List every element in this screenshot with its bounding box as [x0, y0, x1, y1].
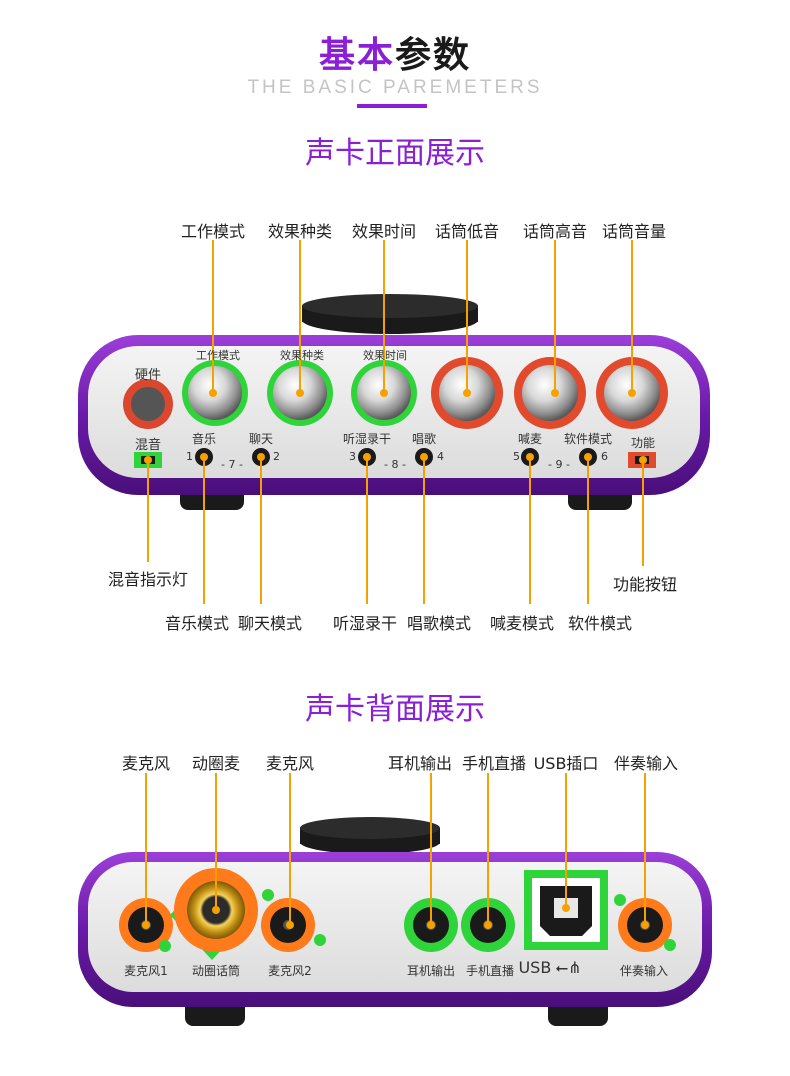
- callout-software-mode: 软件模式: [567, 614, 633, 633]
- callout-mic-right: 麦克风: [265, 754, 315, 773]
- label-btn-shout: 喊麦: [517, 432, 543, 446]
- btn-number-1: 1: [186, 450, 193, 463]
- group-number-9: - 9 -: [548, 458, 570, 471]
- page-title: 基本参数: [0, 26, 790, 78]
- callout-accompaniment-in: 伴奏输入: [613, 754, 679, 773]
- front-bottom-leader-lines: [147, 457, 644, 604]
- callout-effect-type: 效果种类: [267, 222, 333, 241]
- label-function: 功能: [630, 436, 656, 450]
- knob-mic-treble: [514, 357, 586, 429]
- callout-wet-dry: 听湿录干: [332, 614, 398, 633]
- label-knob-effect-time: 效果时间: [363, 349, 407, 362]
- callout-mic-volume: 话筒音量: [601, 222, 667, 241]
- title-part1: 基本: [318, 35, 395, 76]
- label-jack-mic2: 麦克风2: [268, 964, 312, 978]
- back-leader-dots: [142, 904, 649, 929]
- label-jack-mic1: 麦克风1: [124, 964, 168, 978]
- back-leader-lines: [145, 773, 646, 925]
- callout-mix-indicator: 混音指示灯: [107, 570, 189, 589]
- btn-number-2: 2: [273, 450, 280, 463]
- callout-phone-live: 手机直播: [461, 754, 527, 773]
- label-knob-effect-type: 效果种类: [280, 349, 324, 362]
- label-jack-dynamic: 动圈话筒: [191, 964, 241, 978]
- group-number-8: - 8 -: [384, 458, 406, 471]
- front-top-leader-lines: [212, 240, 633, 393]
- btn-number-5: 5: [513, 450, 520, 463]
- page-subtitle: THE BASIC PAREMETERS: [247, 77, 543, 98]
- callout-work-mode: 工作模式: [180, 222, 246, 241]
- label-hardware: 硬件: [134, 368, 162, 383]
- label-btn-chat: 聊天: [248, 432, 274, 446]
- label-jack-phone-live: 手机直播: [465, 964, 515, 978]
- callout-chat-mode: 聊天模式: [237, 614, 303, 633]
- callout-music-mode: 音乐模式: [164, 614, 230, 633]
- label-knob-work-mode: 工作模式: [196, 349, 240, 362]
- label-mix: 混音: [134, 438, 162, 453]
- callout-mic-bass: 话筒低音: [434, 222, 500, 241]
- label-btn-wet-dry: 听湿录干: [342, 432, 392, 446]
- label-btn-music: 音乐: [191, 432, 217, 446]
- front-bottom-leader-dots: [144, 453, 647, 464]
- callout-mic-treble: 话筒高音: [522, 222, 588, 241]
- title-underline: [357, 104, 427, 108]
- callout-dynamic-mic: 动圈麦: [191, 754, 241, 773]
- label-jack-headphone: 耳机输出: [406, 964, 456, 978]
- callout-shout-mode: 喊麦模式: [489, 614, 555, 633]
- usb-trident-icon: ⭠⋔: [555, 958, 582, 977]
- label-jack-accompaniment: 伴奏输入: [619, 964, 669, 978]
- callout-headphone-out: 耳机输出: [387, 754, 453, 773]
- front-section-title: 声卡正面展示: [305, 136, 485, 171]
- callout-usb-port: USB插口: [533, 754, 599, 773]
- back-section-title: 声卡背面展示: [305, 692, 485, 727]
- group-number-7: - 7 -: [221, 458, 243, 471]
- callout-mic-left: 麦克风: [121, 754, 171, 773]
- title-part2: 参数: [395, 35, 472, 76]
- usb-label-text: USB: [518, 958, 552, 977]
- label-btn-sing: 唱歌: [411, 432, 437, 446]
- btn-number-4: 4: [437, 450, 444, 463]
- label-usb: USB⭠⋔: [518, 958, 581, 978]
- callout-effect-time: 效果时间: [351, 222, 417, 241]
- btn-number-6: 6: [601, 450, 608, 463]
- btn-number-3: 3: [349, 450, 356, 463]
- callout-function-button: 功能按钮: [612, 575, 678, 594]
- front-top-leader-dots: [209, 389, 636, 397]
- callout-sing-mode: 唱歌模式: [406, 614, 472, 633]
- label-btn-software: 软件模式: [563, 432, 613, 446]
